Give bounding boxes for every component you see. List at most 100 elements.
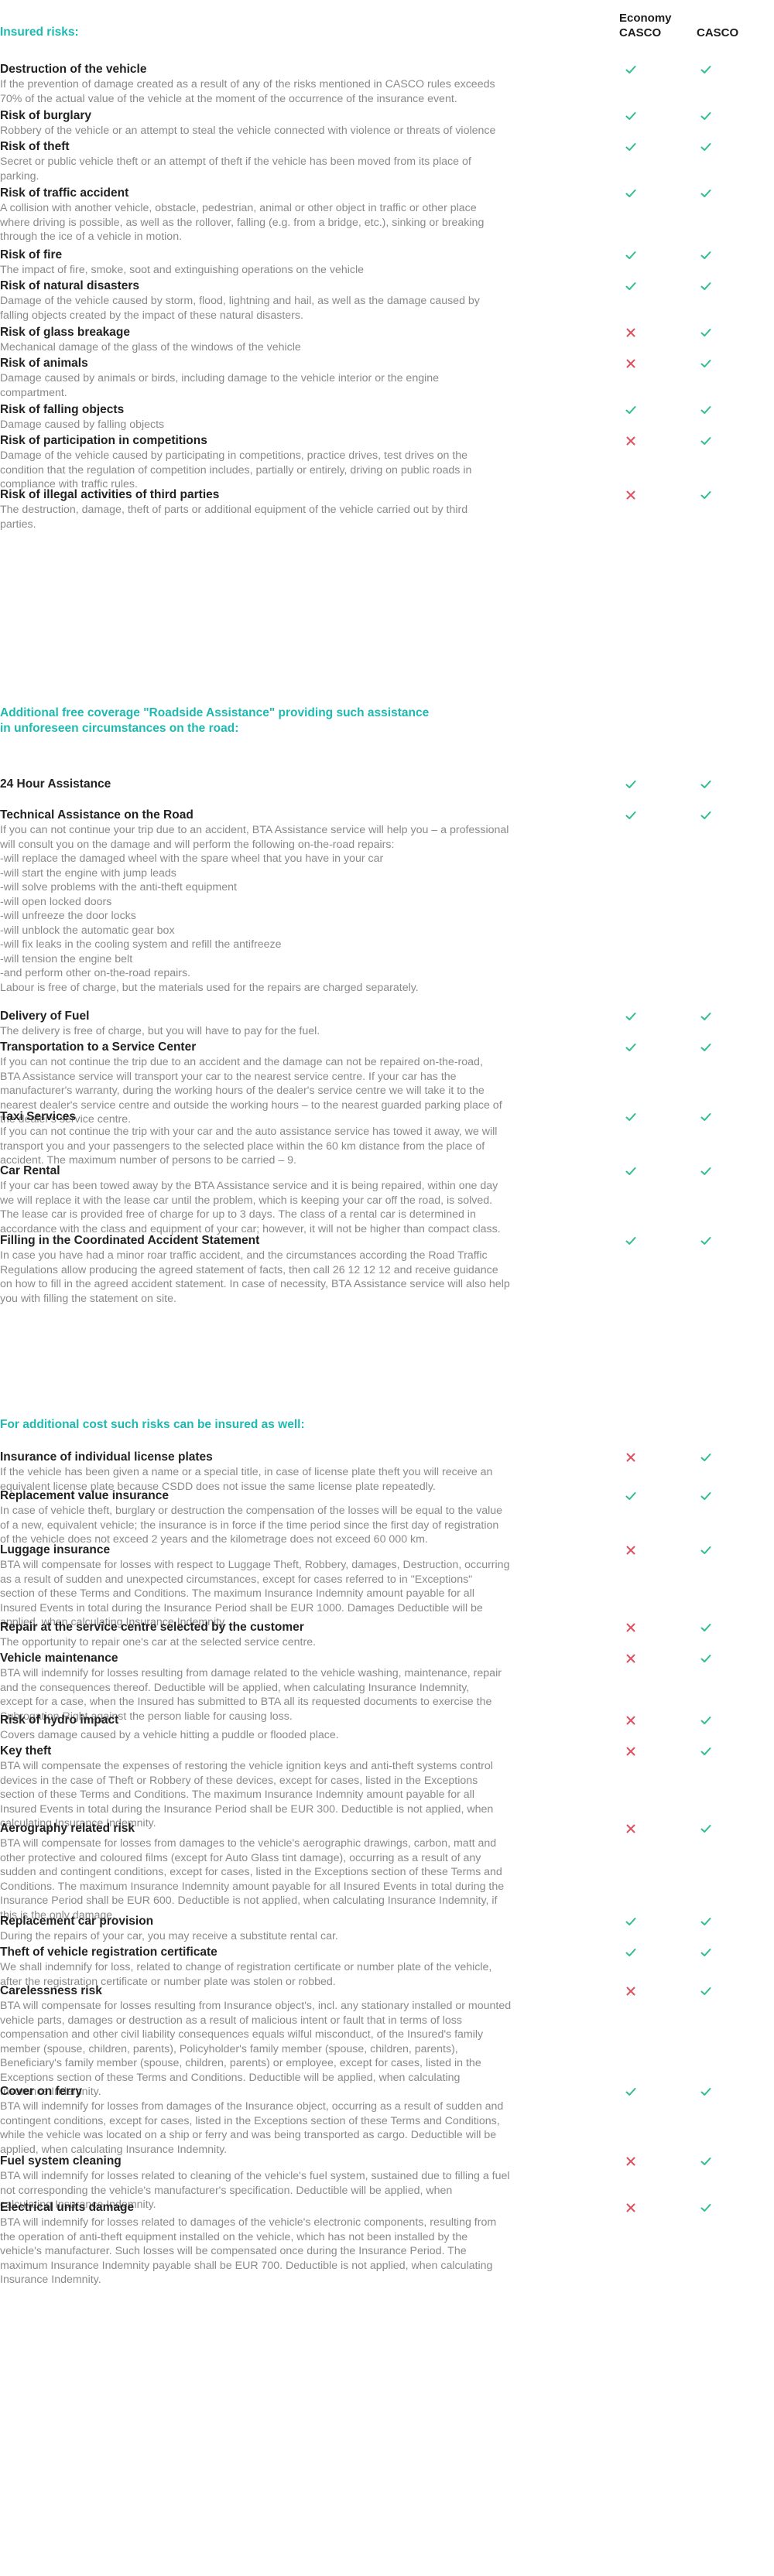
check-icon [700,778,712,791]
check-icon [625,249,637,261]
check-icon [700,249,712,261]
check-icon [700,187,712,200]
cross-icon [625,2155,637,2168]
coverage-title: Risk of glass breakage [0,326,130,339]
cross-icon [625,357,637,370]
check-icon [625,809,637,822]
check-icon [700,1010,712,1023]
coverage-title: Theft of vehicle registration certificat… [0,1946,217,1959]
check-icon [700,63,712,76]
coverage-title: Car Rental [0,1164,60,1177]
coverage-description: The destruction, damage, theft of parts … [0,504,468,531]
coverage-title: Filling in the Coordinated Accident Stat… [0,1234,260,1247]
column-header-casco: CASCO [697,26,739,39]
coverage-row: Car Rental If your car has been towed awa… [0,1163,588,1236]
check-icon [700,1745,712,1758]
coverage-description: Covers damage caused by a vehicle hittin… [0,1729,339,1741]
coverage-row: Transportation to a Service Center If you… [0,1040,588,1127]
check-icon [700,2155,712,2168]
check-icon [625,1165,637,1177]
coverage-title: Destruction of the vehicle [0,63,147,76]
coverage-row: Repair at the service centre selected by… [0,1620,588,1650]
coverage-title: Risk of hydro impact [0,1713,119,1727]
check-icon [700,1041,712,1054]
coverage-title: Taxi Services [0,1110,76,1123]
coverage-description: If your car has been towed away by the B… [0,1180,501,1235]
check-icon [700,1915,712,1928]
coverage-description: BTA will indemnify for losses resulting … [0,1667,502,1723]
coverage-description: Robbery of the vehicle or an attempt to … [0,125,496,137]
coverage-title: Cover on ferry [0,2085,82,2098]
coverage-description: Secret or public vehicle theft or an att… [0,155,471,183]
check-icon [700,2086,712,2098]
cross-icon [625,1544,637,1556]
check-icon [700,404,712,416]
coverage-description: BTA will indemnify for losses related to… [0,2170,510,2211]
coverage-row: Risk of illegal activities of third part… [0,487,588,531]
check-icon [700,1235,712,1247]
coverage-title: Insurance of individual license plates [0,1450,213,1464]
coverage-row: 24 Hour Assistance [0,777,588,792]
coverage-title: Repair at the service centre selected by… [0,1621,304,1634]
cross-icon [625,1714,637,1727]
cross-icon [625,1652,637,1665]
coverage-description: A collision with another vehicle, obstac… [0,202,485,243]
check-icon [700,2202,712,2214]
check-icon [700,1111,712,1123]
coverage-description: If you can not continue the trip due to … [0,1056,502,1126]
cross-icon [625,1451,637,1464]
check-icon [700,1714,712,1727]
coverage-description: In case you have had a minor roar traffi… [0,1249,510,1305]
column-header-economy-casco: Economy CASCO [619,12,672,39]
coverage-description: BTA will indemnify for losses related to… [0,2216,497,2286]
coverage-title: 24 Hour Assistance [0,777,111,791]
coverage-description: BTA will compensate for losses resulting… [0,2000,512,2098]
check-icon [625,1041,637,1054]
cross-icon [625,1621,637,1634]
check-icon [700,1946,712,1959]
cross-icon [625,1823,637,1835]
coverage-row: Theft of vehicle registration certificat… [0,1945,588,1989]
coverage-description: If you can not continue your trip due to… [0,824,509,994]
coverage-description: Damage caused by animals or birds, inclu… [0,372,440,399]
coverage-title: Key theft [0,1744,52,1758]
check-icon [700,357,712,370]
coverage-description: BTA will compensate for losses from dama… [0,1837,505,1922]
coverage-title: Risk of burglary [0,109,91,122]
section-heading-additional: For additional cost such risks can be in… [0,1418,305,1431]
section-heading-insured: Insured risks: [0,26,79,39]
coverage-title: Fuel system cleaning [0,2154,122,2168]
check-icon [625,1010,637,1023]
coverage-description: During the repairs of your car, you may … [0,1930,338,1942]
check-icon [625,1915,637,1928]
check-icon [625,1235,637,1247]
coverage-title: Luggage insurance [0,1543,111,1556]
check-icon [625,141,637,153]
check-icon [700,326,712,339]
cross-icon [625,435,637,447]
coverage-title: Risk of natural disasters [0,279,140,292]
check-icon [700,435,712,447]
check-icon [700,110,712,122]
coverage-title: Replacement car provision [0,1915,154,1928]
check-icon [700,1544,712,1556]
coverage-title: Delivery of Fuel [0,1010,90,1023]
check-icon [700,1451,712,1464]
coverage-row: Filling in the Coordinated Accident Stat… [0,1233,588,1306]
coverage-title: Transportation to a Service Center [0,1040,197,1054]
cross-icon [625,1985,637,1997]
